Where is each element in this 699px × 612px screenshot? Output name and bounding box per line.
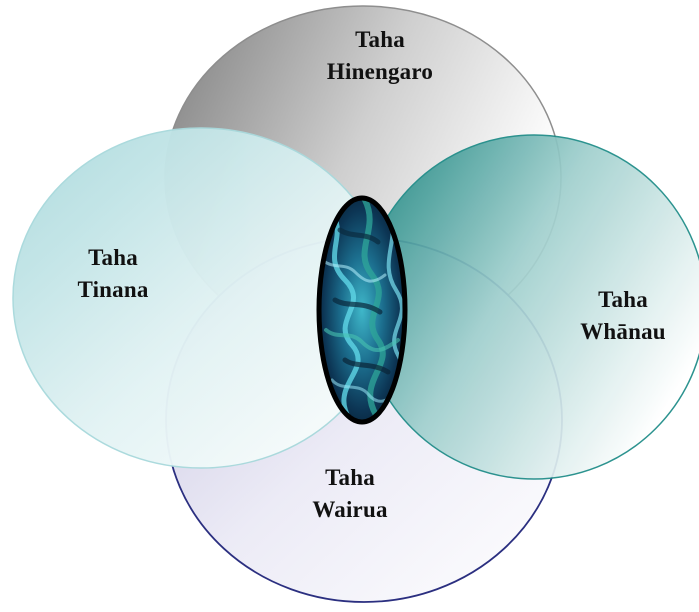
- label-wairua-line1: Taha: [280, 462, 420, 494]
- paua-shell-oval-icon: [319, 198, 405, 422]
- label-hinengaro-line1: Taha: [300, 24, 460, 56]
- label-wairua: Taha Wairua: [280, 462, 420, 526]
- label-tinana: Taha Tinana: [48, 242, 178, 306]
- label-whanau-line2: Whānau: [548, 316, 698, 348]
- label-whanau-line1: Taha: [548, 284, 698, 316]
- label-tinana-line2: Tinana: [48, 274, 178, 306]
- label-hinengaro: Taha Hinengaro: [300, 24, 460, 88]
- label-wairua-line2: Wairua: [280, 494, 420, 526]
- label-tinana-line1: Taha: [48, 242, 178, 274]
- label-whanau: Taha Whānau: [548, 284, 698, 348]
- label-hinengaro-line2: Hinengaro: [300, 56, 460, 88]
